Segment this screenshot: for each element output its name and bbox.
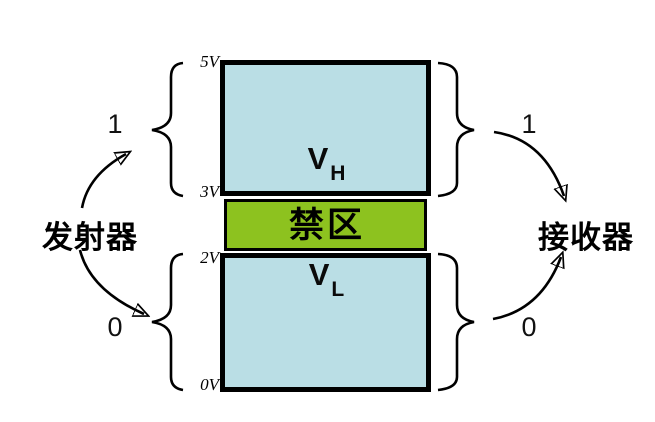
vl-label: VL (220, 257, 431, 300)
low-level-region (220, 253, 431, 392)
vh-label: VH (220, 141, 431, 184)
vh-symbol: V (307, 141, 329, 176)
vh-subscript: H (330, 162, 346, 186)
receiver-label: 接收器 (538, 220, 634, 255)
receiver-bit-one: 1 (521, 109, 537, 139)
tick-5v: 5V (200, 52, 219, 71)
transmit-zero-arrow (78, 249, 144, 314)
high-level-region (220, 60, 431, 196)
transmit-one-arrow (80, 154, 126, 209)
tick-2v: 2V (200, 248, 219, 267)
forbidden-zone-label: 禁区 (288, 205, 365, 245)
right-top-brace (437, 61, 475, 198)
transmitter-label: 发射器 (42, 220, 138, 255)
transmitter-bit-zero: 0 (107, 312, 123, 342)
receiver-bit-zero: 0 (521, 312, 537, 342)
transmitter-bit-one: 1 (107, 109, 123, 139)
receive-one-arrow (493, 130, 564, 196)
vl-subscript: L (331, 278, 345, 302)
tick-3v: 3V (200, 182, 219, 201)
tick-0v: 0V (200, 375, 219, 394)
left-top-brace (151, 61, 184, 198)
receive-zero-arrow (492, 257, 561, 321)
forbidden-zone-region: 禁区 (224, 199, 427, 251)
vl-symbol: V (308, 257, 330, 292)
right-bottom-brace (437, 252, 475, 392)
left-bottom-brace (151, 252, 184, 392)
